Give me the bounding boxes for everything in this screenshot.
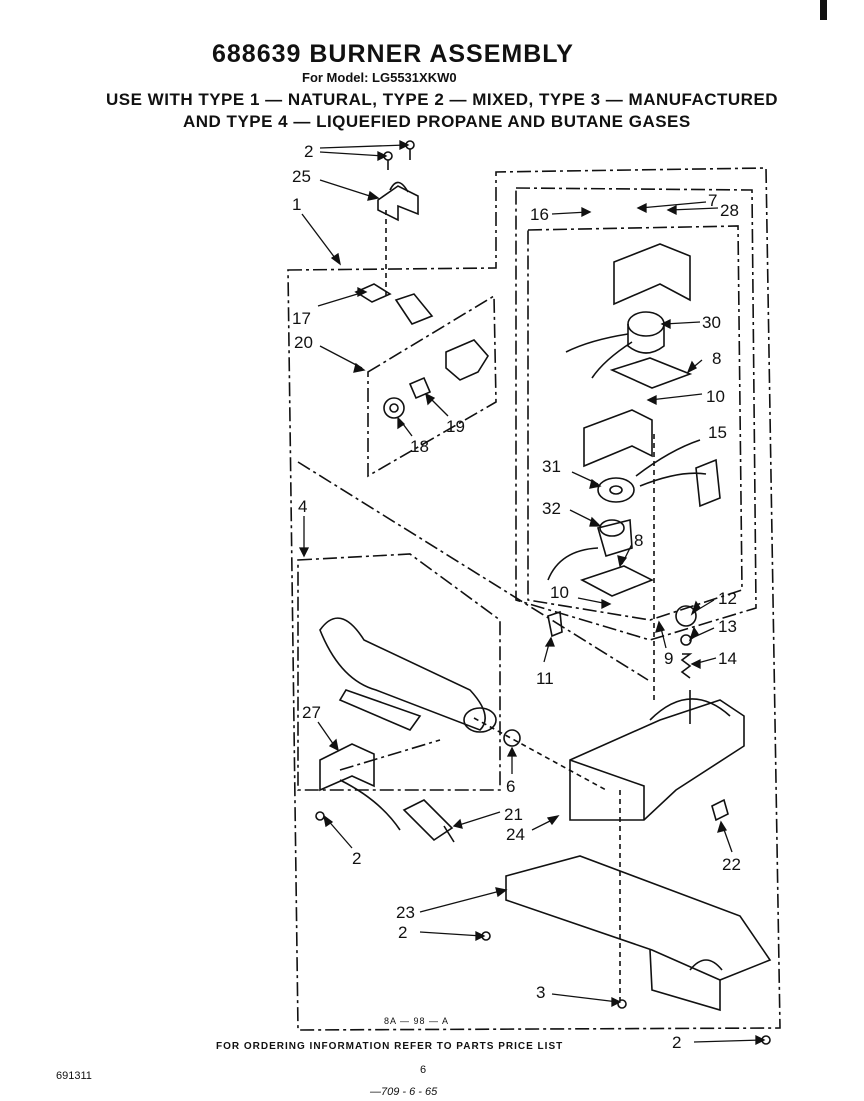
- callout-2-left: 2: [352, 849, 361, 868]
- callout-10-lower: 10: [550, 583, 569, 602]
- callout-19: 19: [446, 417, 465, 436]
- fitting-11: [547, 610, 563, 638]
- callout-9: 9: [664, 649, 673, 668]
- model-label: For Model: LG5531XKW0: [302, 70, 457, 85]
- callout-16: 16: [530, 205, 549, 224]
- callout-4: 4: [298, 497, 307, 516]
- valve-group-outline: [515, 187, 757, 641]
- bracket-mid: [583, 409, 653, 468]
- callout-20: 20: [294, 333, 313, 352]
- bracket-27: [319, 743, 375, 792]
- callout-1: 1: [292, 195, 301, 214]
- bracket-23: [505, 855, 772, 981]
- spring-14: [680, 653, 693, 679]
- solenoid-30: [627, 311, 665, 337]
- page-number: 6: [420, 1064, 427, 1076]
- callout-18: 18: [410, 437, 429, 456]
- orifice-6: [503, 729, 521, 747]
- leader-dash-6: [339, 739, 441, 771]
- igniter-21: [402, 799, 454, 842]
- callout-30: 30: [702, 313, 721, 332]
- callout-3: 3: [536, 983, 545, 1002]
- callout-24: 24: [506, 825, 525, 844]
- clamp-25: [377, 185, 419, 222]
- screw-3: [617, 999, 627, 1009]
- page-title: 688639 BURNER ASSEMBLY: [212, 40, 574, 68]
- valve-body-24: [569, 699, 745, 821]
- callout-2-corner: 2: [672, 1033, 681, 1052]
- plate-8a: [609, 357, 693, 389]
- burner-group-outline: [297, 553, 501, 791]
- callout-21: 21: [504, 805, 523, 824]
- callout-32: 32: [542, 499, 561, 518]
- connector-15: [695, 458, 721, 508]
- callout-12: 12: [718, 589, 737, 608]
- valve-inner-outline: [527, 225, 743, 621]
- callout-17: 17: [292, 309, 311, 328]
- callout-8-lower: 8: [634, 531, 643, 550]
- callout-8-upper: 8: [712, 349, 721, 368]
- corner-mark: [820, 0, 827, 20]
- callout-7: 7: [708, 191, 717, 210]
- callout-22: 22: [722, 855, 741, 874]
- callout-27: 27: [302, 703, 321, 722]
- nut-18: [383, 397, 405, 419]
- callout-28: 28: [720, 201, 739, 220]
- callout-23: 23: [396, 903, 415, 922]
- bracket-top: [613, 243, 691, 306]
- callout-2-top: 2: [304, 142, 313, 161]
- fitting-22: [711, 798, 729, 822]
- callout-14: 14: [718, 649, 737, 668]
- tube-17: [354, 283, 392, 303]
- orifice-group-outline: [367, 294, 497, 478]
- coil-32: [597, 518, 633, 558]
- burner-tube: [319, 617, 486, 731]
- callout-2-bottom: 2: [398, 923, 407, 942]
- callout-10-upper: 10: [706, 387, 725, 406]
- leader-dash-2: [297, 461, 649, 681]
- orifice-19: [408, 376, 432, 400]
- cap-12: [675, 605, 697, 627]
- screw-2c: [315, 811, 325, 821]
- ordering-note: FOR ORDERING INFORMATION REFER TO PARTS …: [216, 1041, 564, 1052]
- assembly-1-outline: [287, 167, 781, 1031]
- gas-type-line-2: AND TYPE 4 — LIQUEFIED PROPANE AND BUTAN…: [183, 112, 691, 131]
- callout-11: 11: [536, 669, 554, 688]
- document-part-number: 691311: [56, 1070, 92, 1082]
- gas-type-line-1: USE WITH TYPE 1 — NATURAL, TYPE 2 — MIXE…: [106, 90, 779, 109]
- coil-31: [597, 477, 635, 503]
- handwritten-note: —709 - 6 - 65: [370, 1086, 438, 1098]
- plate-8b: [579, 565, 654, 597]
- diagram-code: 8A — 98 — A: [384, 1016, 450, 1026]
- callout-6: 6: [506, 777, 515, 796]
- callout-25: 25: [292, 167, 311, 186]
- leader-dash-3: [473, 717, 607, 791]
- callout-13: 13: [718, 617, 737, 636]
- callout-15: 15: [708, 423, 727, 442]
- callout-31: 31: [542, 457, 561, 476]
- orifice-holder: [445, 339, 489, 381]
